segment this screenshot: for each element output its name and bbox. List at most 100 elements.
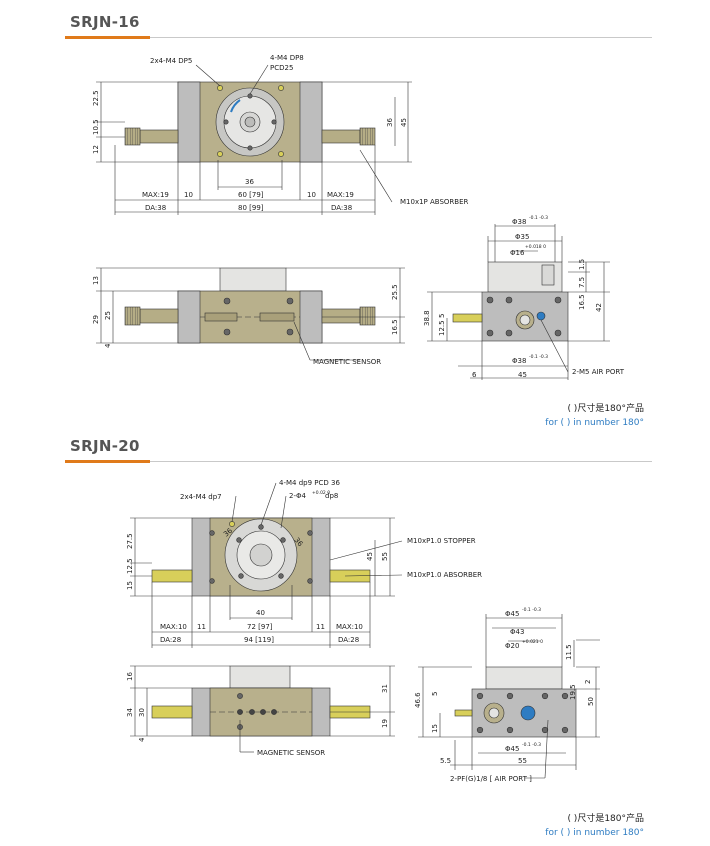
dim-center: 40 [256, 609, 265, 617]
screw-head [561, 726, 569, 734]
end-plate-left [177, 81, 201, 163]
tol-top-1: -0.1 -0.3 [529, 215, 548, 221]
dim-right-1: 1.5 [578, 259, 586, 270]
label-magnetic-sensor: MAGNETIC SENSOR [257, 749, 325, 757]
dim-bottom-width: 45 [518, 371, 527, 379]
screw-head [541, 692, 549, 700]
dim-right-2: 55 [381, 552, 389, 561]
footnote-cn: ( )尺寸是180°产品 [567, 404, 644, 414]
dim-left-1: 38.8 [423, 310, 431, 326]
label-air-port: 2-PF(G)1/8 [ AIR PORT ] [450, 775, 532, 783]
dim-left-2: 12.5 [126, 558, 134, 574]
absorber [454, 709, 473, 717]
srjn16-side-view [96, 267, 405, 361]
screw-head [286, 328, 294, 336]
absorber-knurl-right [359, 127, 376, 146]
mount-hole [223, 119, 229, 125]
callout-pin-holes: 2x4-M4 dp7 [180, 493, 222, 501]
screw-head [237, 709, 243, 715]
dim-right-2: 19 [381, 719, 389, 728]
mount-hole [236, 537, 242, 543]
dim-left-3: 30 [138, 708, 146, 717]
screw-head [271, 709, 277, 715]
dia-top-3: Φ20 [505, 642, 519, 650]
dim-max-stroke: MAX:19 [142, 191, 169, 199]
absorber-left [139, 129, 179, 144]
screw-head [506, 692, 514, 700]
dim-left-3: 5 [431, 692, 439, 696]
footnote-srjn20: ( )尺寸是180°产品 for ( ) in number 180° [545, 812, 644, 840]
srjn20-side-view [130, 665, 395, 753]
absorber-knurl-right [359, 306, 376, 326]
dim-left-1: 27.5 [126, 533, 134, 549]
dim-right-2: 2 [584, 680, 592, 684]
table-bore [244, 116, 256, 128]
srjn20-end-view [418, 614, 600, 779]
mount-hole [247, 145, 253, 151]
dim-overall: 80 [99] [238, 204, 264, 212]
dim-left-2: 10.5 [92, 119, 100, 135]
dim-left-2: 34 [126, 708, 134, 717]
footnote-en: for ( ) in number 180° [545, 828, 644, 838]
dim-left-2: 12.5 [438, 320, 446, 336]
label-air-port: 2-M5 AIR PORT [572, 368, 625, 376]
dim-width-inner: 72 [97] [247, 623, 273, 631]
end-plate-right [299, 290, 323, 344]
absorber-knurl-left [124, 306, 141, 326]
tol-top-3: +0.018 0 [525, 244, 546, 250]
pin-hole [278, 151, 284, 157]
dim-overall: 94 [119] [244, 636, 274, 644]
pin-hole [209, 530, 215, 536]
absorber-right [321, 129, 361, 144]
screw-head [486, 296, 494, 304]
pin-hole [278, 85, 284, 91]
dim-right-4: 50 [587, 697, 595, 706]
mount-hole [247, 93, 253, 99]
screw-head [476, 726, 484, 734]
dim-bottom-width: 55 [518, 757, 527, 765]
dim-width-inner: 60 [79] [238, 191, 264, 199]
dim-da: DA:38 [145, 204, 166, 212]
dim-right-2: 16.5 [391, 319, 399, 335]
absorber [452, 313, 483, 323]
title-underline-accent [65, 36, 150, 39]
dim-da: DA:38 [331, 204, 352, 212]
dim-left-1: 13 [92, 276, 100, 285]
callout-mount-holes: 4-M4 DP8 [270, 54, 304, 62]
callout-pin-tol: +0.02 0 [312, 490, 330, 496]
screw-head [561, 692, 569, 700]
dim-da: DA:28 [338, 636, 359, 644]
end-plate-right [299, 81, 323, 163]
dim-left-2: 29 [92, 315, 100, 324]
dim-right-2: 45 [400, 118, 408, 127]
label-magnetic-sensor: MAGNETIC SENSOR [313, 358, 381, 366]
air-port-icon [536, 311, 546, 321]
center-bore-inner [488, 707, 500, 719]
section-title-srjn20: SRJN-20 [70, 437, 140, 455]
dim-left-1: 46.6 [414, 692, 422, 708]
dim-right-3: 16.5 [578, 294, 586, 310]
footnote-en: for ( ) in number 180° [545, 418, 644, 428]
dim-side-gap: 10 [184, 191, 193, 199]
sensor-slot [259, 312, 295, 322]
callout-absorber: M10xP1.0 ABSORBER [407, 571, 482, 579]
mount-hole [258, 524, 264, 530]
fitting [541, 264, 555, 286]
tol-bottom: -0.1 -0.3 [529, 354, 548, 360]
screw-head [223, 297, 231, 305]
screw-head [237, 693, 243, 699]
dim-max-stroke: MAX:19 [327, 191, 354, 199]
callout-stopper: M10xP1.0 STOPPER [407, 537, 476, 545]
tol-bottom: -0.1 -0.3 [522, 742, 541, 748]
srjn16-end-view [427, 224, 610, 380]
title-underline-accent [65, 460, 150, 463]
dim-side-gap: 10 [307, 191, 316, 199]
pin-hole [307, 530, 313, 536]
top-flange [485, 666, 563, 690]
pin-hole [229, 521, 235, 527]
mount-hole [280, 537, 286, 543]
srjn16-top-view [96, 64, 412, 215]
end-plate-left [177, 290, 201, 344]
footnote-srjn16: ( )尺寸是180°产品 for ( ) in number 180° [545, 402, 644, 430]
callout-pin-depth: dp8 [325, 492, 338, 500]
